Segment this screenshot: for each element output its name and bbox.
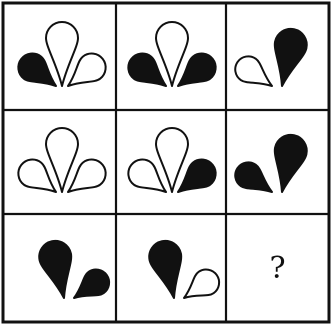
cell-r1-c2 bbox=[123, 22, 222, 97]
cell-r1-c3 bbox=[230, 26, 310, 97]
petal-right-black bbox=[67, 264, 115, 308]
petal-center-black bbox=[266, 26, 309, 89]
cell-r2-c3 bbox=[230, 132, 310, 203]
cell-r2-c2 bbox=[123, 128, 222, 203]
petal-left-black bbox=[230, 157, 279, 202]
petal-left-white bbox=[230, 51, 279, 96]
petal-center-black bbox=[266, 132, 309, 195]
question-mark: ? bbox=[269, 251, 285, 286]
cell-r3-c2 bbox=[146, 238, 224, 309]
cell-r3-c3: ? bbox=[269, 251, 285, 286]
petal-right-white bbox=[177, 264, 225, 308]
petal-center-black bbox=[146, 238, 189, 301]
cell-r2-c1 bbox=[13, 128, 112, 203]
petal-center-black bbox=[36, 238, 79, 301]
cell-r3-c1 bbox=[36, 238, 114, 309]
cell-r1-c1 bbox=[13, 22, 112, 97]
